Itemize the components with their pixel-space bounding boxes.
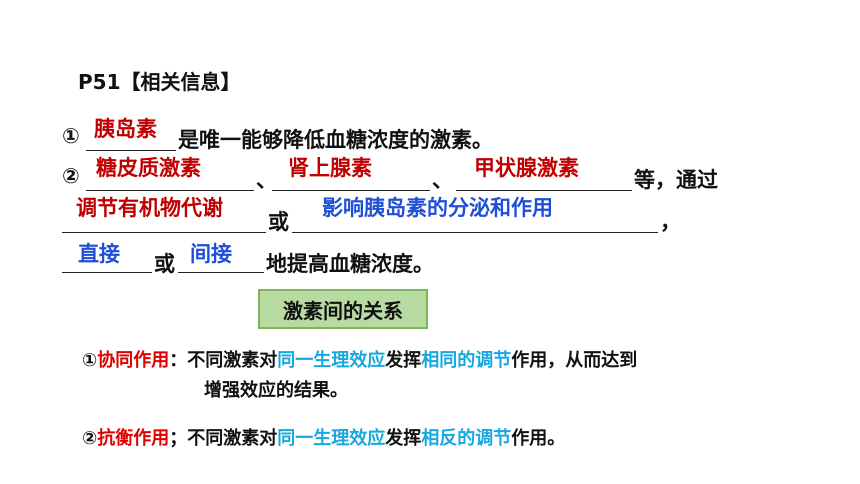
q1-text: 是唯一能够降低血糖浓度的激素。 [178, 128, 493, 152]
relation-2-prefix: ② [82, 428, 98, 449]
q2-blank-5 [292, 232, 658, 233]
relation-2-highlight-2: 相反的调节 [421, 428, 512, 449]
q2-blank-3 [456, 190, 632, 191]
relation-1-text-3: 作用，从而达到 [511, 350, 638, 371]
q2-or-2: 或 [154, 252, 175, 276]
q2-text-after: 等，通过 [634, 168, 718, 192]
relation-1-term: 协同作用 [97, 350, 170, 371]
q2-answer-3: 甲状腺激素 [474, 156, 579, 180]
relation-1-line-2: 增强效应的结果。 [204, 380, 348, 401]
relation-1: ①协同作用：不同激素对同一生理效应发挥相同的调节作用，从而达到 [82, 346, 637, 372]
relation-1-highlight-1: 同一生理效应 [277, 350, 386, 371]
q2-text-end: 地提高血糖浓度。 [266, 252, 434, 276]
q2-blank-2 [272, 190, 430, 191]
relation-1-highlight-2: 相同的调节 [421, 350, 512, 371]
q2-blank-1 [86, 190, 254, 191]
q1-blank [86, 150, 176, 151]
q2-sep-2: 、 [432, 168, 453, 192]
q2-answer-6: 直接 [78, 242, 120, 266]
q2-answer-5: 影响胰岛素的分泌和作用 [322, 196, 553, 220]
relation-2-text-3: 作用。 [511, 428, 566, 449]
q2-blank-6 [62, 272, 152, 273]
q2-or-1: 或 [268, 210, 289, 234]
relation-2: ②抗衡作用；不同激素对同一生理效应发挥相反的调节作用。 [82, 424, 565, 450]
q2-blank-7 [178, 272, 264, 273]
q2-number: ② [62, 164, 80, 188]
q1-number: ① [62, 124, 80, 148]
q2-answer-2: 肾上腺素 [288, 156, 372, 180]
q2-comma: ， [660, 210, 681, 234]
hormone-relation-box: 激素间的关系 [258, 289, 428, 329]
q2-answer-4: 调节有机物代谢 [76, 196, 223, 220]
relation-2-text-1: ；不同激素对 [169, 428, 278, 449]
relation-1-text-2: 发挥 [385, 350, 422, 371]
q1-answer: 胰岛素 [94, 117, 157, 141]
relation-2-highlight-1: 同一生理效应 [277, 428, 386, 449]
q2-blank-4 [62, 232, 266, 233]
relation-2-text-2: 发挥 [385, 428, 422, 449]
q2-sep-1: 、 [256, 168, 277, 192]
relation-2-term: 抗衡作用 [97, 428, 170, 449]
relation-1-prefix: ① [82, 350, 98, 371]
section-title: P51【相关信息】 [78, 70, 241, 94]
q2-answer-7: 间接 [190, 242, 232, 266]
q2-answer-1: 糖皮质激素 [96, 156, 201, 180]
relation-1-text-1: ：不同激素对 [169, 350, 278, 371]
